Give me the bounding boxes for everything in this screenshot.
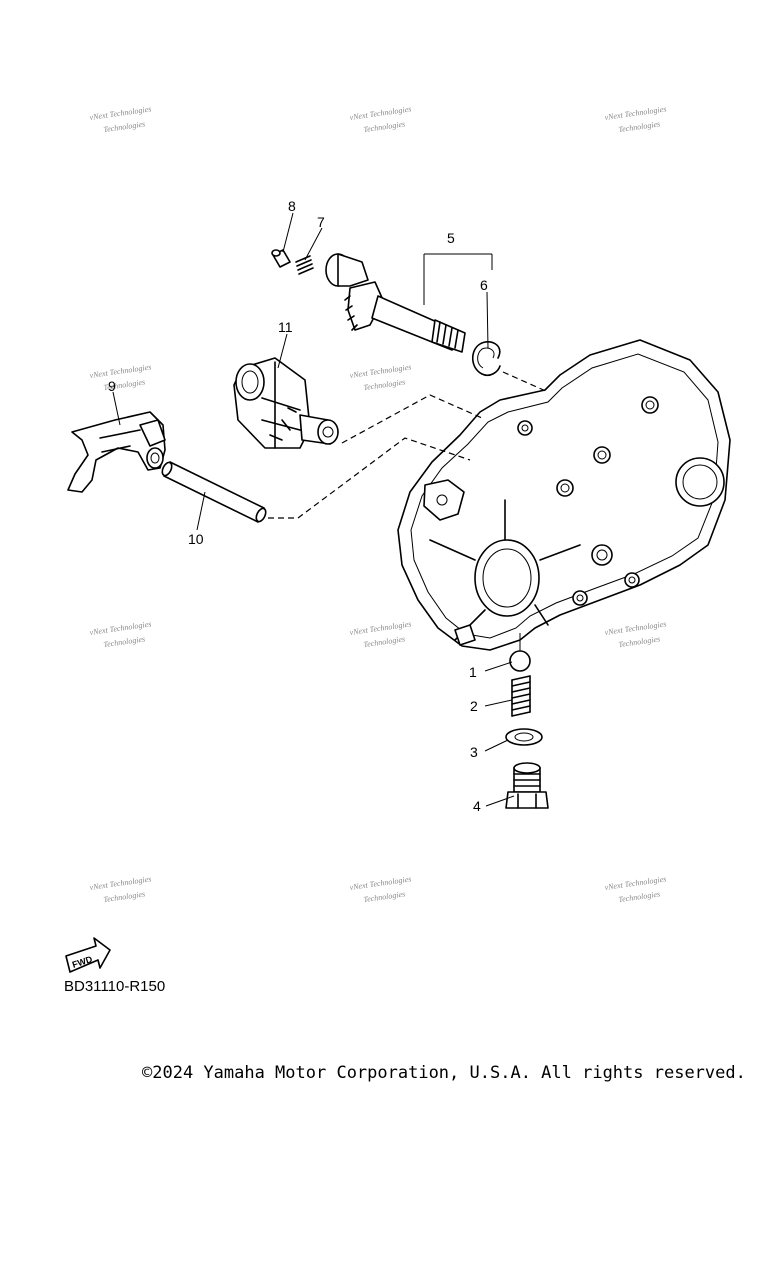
part-1-ball <box>509 650 531 672</box>
assembly-line-drum <box>341 394 483 444</box>
callout-9: 9 <box>108 378 116 394</box>
diagram-code: BD31110-R150 <box>64 978 166 995</box>
watermark-text: Technologies <box>363 119 406 134</box>
watermark: vNext Technologies Technologies <box>349 619 412 649</box>
callout-10: 10 <box>188 531 204 547</box>
callout-4: 4 <box>473 798 481 814</box>
callout-8: 8 <box>288 198 296 214</box>
callout-3: 3 <box>470 744 478 760</box>
assembly-line-shaft <box>502 371 549 393</box>
watermark-text: Technologies <box>618 119 661 134</box>
watermark-text: Technologies <box>618 889 661 904</box>
watermark-text: Technologies <box>363 634 406 649</box>
fwd-arrow-icon: FWD <box>65 937 111 973</box>
watermark: vNext Technologies Technologies <box>349 874 412 904</box>
crankcase-cover <box>397 339 731 651</box>
watermark: vNext Technologies Technologies <box>604 619 667 649</box>
watermark-text: Technologies <box>103 889 146 904</box>
watermark-text: Technologies <box>363 377 406 392</box>
part-4-plug-bolt <box>505 762 549 809</box>
part-10-guide-bar <box>161 461 267 523</box>
watermark: vNext Technologies Technologies <box>349 362 412 392</box>
callout-7: 7 <box>317 214 325 230</box>
callouts: 1 2 3 4 5 6 7 8 9 10 11 <box>108 198 488 814</box>
copyright-notice: ©2024 Yamaha Motor Corporation, U.S.A. A… <box>142 1063 746 1083</box>
assembly-line-rod <box>268 437 471 519</box>
watermark-text: Technologies <box>103 634 146 649</box>
part-7-spring <box>295 255 314 275</box>
leader-lines <box>112 212 521 807</box>
watermark-text: Technologies <box>103 119 146 134</box>
part-2-spring <box>511 675 531 717</box>
callout-11: 11 <box>278 319 293 335</box>
callout-1: 1 <box>469 664 477 680</box>
callout-5: 5 <box>447 230 455 246</box>
watermark: vNext Technologies Technologies <box>89 874 152 904</box>
callout-2: 2 <box>470 698 478 714</box>
watermark: vNext Technologies Technologies <box>89 619 152 649</box>
watermark: vNext Technologies Technologies <box>89 104 152 134</box>
part-8-pin <box>271 249 291 268</box>
part-9-shift-fork <box>67 411 166 493</box>
part-6-circlip <box>471 341 501 377</box>
watermark: vNext Technologies Technologies <box>604 104 667 134</box>
part-5-shift-shaft <box>325 253 466 353</box>
watermark-text: Technologies <box>363 889 406 904</box>
callout-6: 6 <box>480 277 488 293</box>
watermark-text: Technologies <box>618 634 661 649</box>
part-11-shift-drum <box>233 357 339 449</box>
watermark: vNext Technologies Technologies <box>604 874 667 904</box>
watermark: vNext Technologies Technologies <box>349 104 412 134</box>
part-3-washer <box>505 728 543 746</box>
watermark: vNext Technologies Technologies <box>89 362 152 392</box>
